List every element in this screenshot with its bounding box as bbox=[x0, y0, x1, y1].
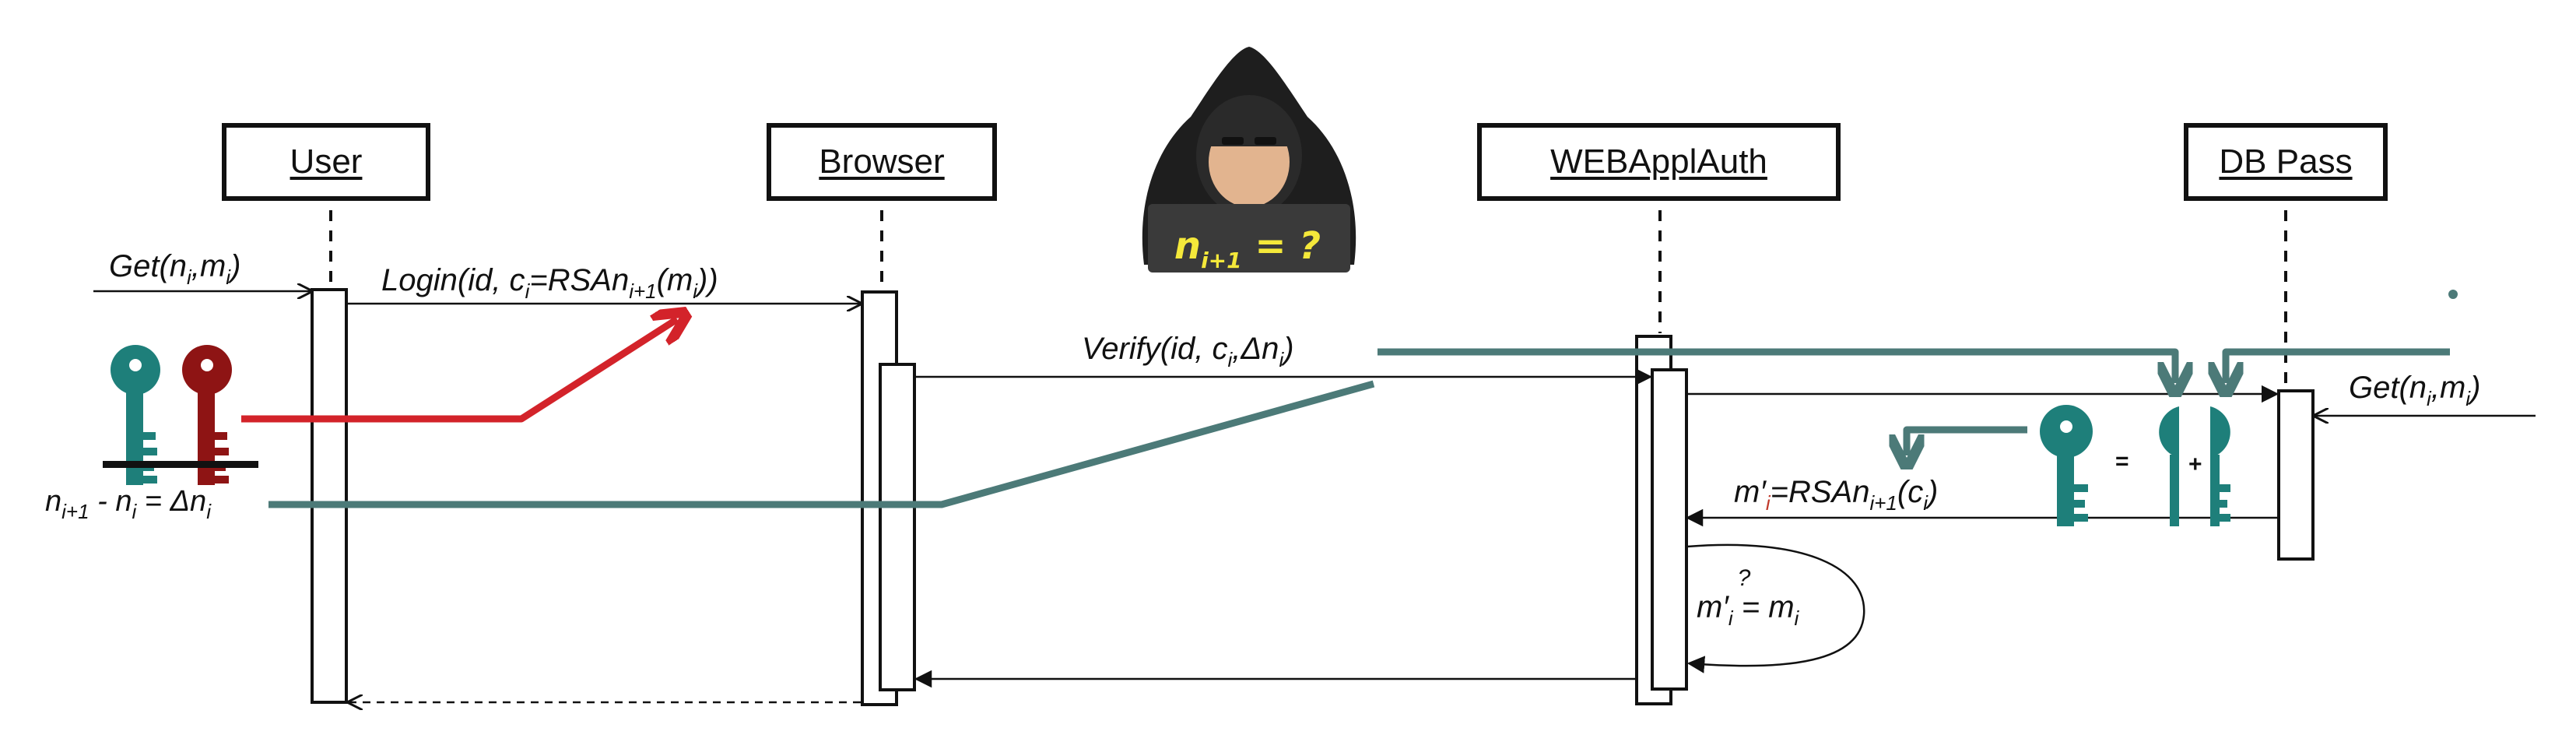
actor-db-label: DB Pass bbox=[2219, 142, 2353, 181]
msg-get-right: Get(ni,mi) bbox=[2349, 371, 2481, 410]
keys-underline bbox=[103, 461, 258, 468]
activation-db bbox=[2277, 389, 2315, 561]
teal-flow-result bbox=[1907, 426, 2027, 455]
db-key-half-left-icon bbox=[2159, 406, 2179, 526]
arrow-self-compare bbox=[1686, 543, 1865, 673]
msg-login: Login(id, ci=RSAni+1(mi)) bbox=[381, 263, 718, 303]
actor-browser-label: Browser bbox=[819, 142, 945, 181]
msg-delta: ni+1 - ni = Δni bbox=[45, 485, 211, 523]
actor-user: User bbox=[222, 123, 430, 201]
hacker-laptop bbox=[1148, 204, 1350, 273]
key-equals-sign: = bbox=[2115, 448, 2129, 474]
hacker-icon bbox=[1142, 47, 1356, 273]
db-key-full-icon bbox=[2040, 405, 2093, 526]
teal-dot bbox=[2448, 290, 2458, 299]
red-flow-line bbox=[241, 319, 677, 423]
actor-webapp-label: WEBApplAuth bbox=[1550, 142, 1767, 181]
actor-db: DB Pass bbox=[2184, 123, 2388, 201]
activation-user bbox=[311, 288, 348, 704]
msg-verify: Verify(id, ci,Δni) bbox=[1082, 332, 1294, 371]
msg-rsa-result: m′i=RSAni+1(ci) bbox=[1734, 475, 1939, 515]
db-key-half-right-icon bbox=[2210, 406, 2230, 526]
activation-browser-inner bbox=[879, 363, 916, 691]
teal-flow-delta bbox=[268, 380, 1375, 508]
activation-webapp-inner bbox=[1651, 368, 1688, 691]
key-plus-sign: + bbox=[2188, 452, 2202, 477]
actor-browser: Browser bbox=[767, 123, 997, 201]
actor-webapp: WEBApplAuth bbox=[1477, 123, 1841, 201]
teal-flow-db-in bbox=[2226, 348, 2450, 383]
hacker-label: ni+1 = ? bbox=[1174, 224, 1321, 273]
actor-user-label: User bbox=[290, 142, 363, 181]
teal-flow-verify bbox=[1377, 348, 2175, 383]
msg-compare: m′i =? mi bbox=[1697, 565, 1799, 630]
msg-get-left: Get(ni,mi) bbox=[109, 249, 241, 289]
